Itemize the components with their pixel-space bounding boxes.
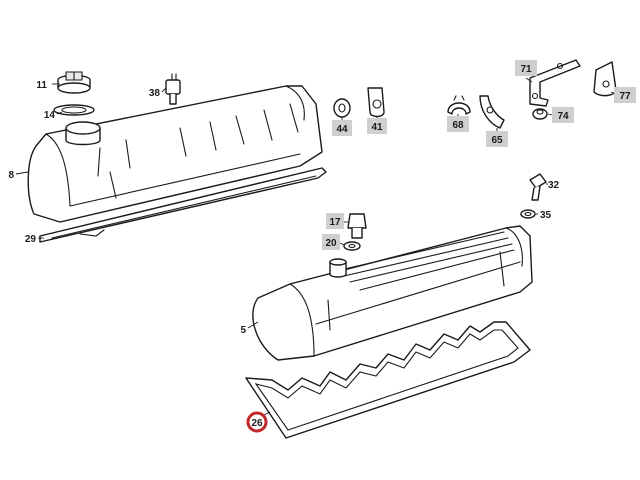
callout-14: 14 xyxy=(44,110,56,121)
callout-77-box: 77 xyxy=(614,87,636,103)
callout-17: 17 xyxy=(329,217,341,228)
callout-20-box: 20 xyxy=(322,234,340,250)
upper-valve-cover[interactable] xyxy=(27,85,323,223)
callout-68: 68 xyxy=(452,120,464,131)
leader-lines xyxy=(15,77,615,417)
bracket-77[interactable] xyxy=(593,61,617,97)
filler-cap-seal-ring[interactable] xyxy=(53,104,95,116)
callout-5: 5 xyxy=(240,325,246,336)
callout-41-box: 41 xyxy=(367,118,387,134)
lower-valve-cover[interactable] xyxy=(252,225,533,361)
callout-65: 65 xyxy=(491,135,503,146)
oil-filler-cap[interactable] xyxy=(57,71,91,94)
callout-26-highlight[interactable]: 26 xyxy=(246,411,268,433)
callout-74: 74 xyxy=(557,111,569,122)
callout-41: 41 xyxy=(371,122,383,133)
callout-8: 8 xyxy=(8,170,14,181)
upper-oil-filler-neck[interactable] xyxy=(65,121,101,146)
callout-77: 77 xyxy=(619,91,631,102)
washer-44[interactable] xyxy=(333,98,351,118)
washer-35[interactable] xyxy=(520,209,536,219)
callout-71: 71 xyxy=(520,64,532,75)
clip-68[interactable] xyxy=(447,95,471,115)
callout-32: 32 xyxy=(548,180,560,191)
callout-44: 44 xyxy=(336,124,348,135)
callout-44-box: 44 xyxy=(332,120,352,136)
fitting-seal-ring[interactable] xyxy=(343,241,361,251)
callout-68-box: 68 xyxy=(447,116,469,132)
callout-71-box: 71 xyxy=(515,60,537,76)
callout-38: 38 xyxy=(149,88,161,99)
callout-29: 29 xyxy=(25,234,37,245)
breather-fitting[interactable] xyxy=(347,213,367,239)
callout-65-box: 65 xyxy=(486,131,508,147)
grommet-74[interactable] xyxy=(532,108,548,120)
bracket-65[interactable] xyxy=(479,95,505,129)
callout-26: 26 xyxy=(251,418,263,429)
bracket-41[interactable] xyxy=(367,87,385,118)
callout-35: 35 xyxy=(540,210,552,221)
cover-bolt[interactable] xyxy=(165,73,181,105)
bolt-32[interactable] xyxy=(529,173,547,201)
bracket-71[interactable] xyxy=(529,59,581,107)
callout-74-box: 74 xyxy=(552,107,574,123)
callout-11: 11 xyxy=(36,80,47,91)
lower-oil-filler-neck[interactable] xyxy=(329,258,347,278)
callout-17-box: 17 xyxy=(326,213,344,229)
lower-gasket[interactable] xyxy=(245,321,531,439)
callout-20: 20 xyxy=(325,238,337,249)
upper-gasket[interactable] xyxy=(39,167,327,243)
